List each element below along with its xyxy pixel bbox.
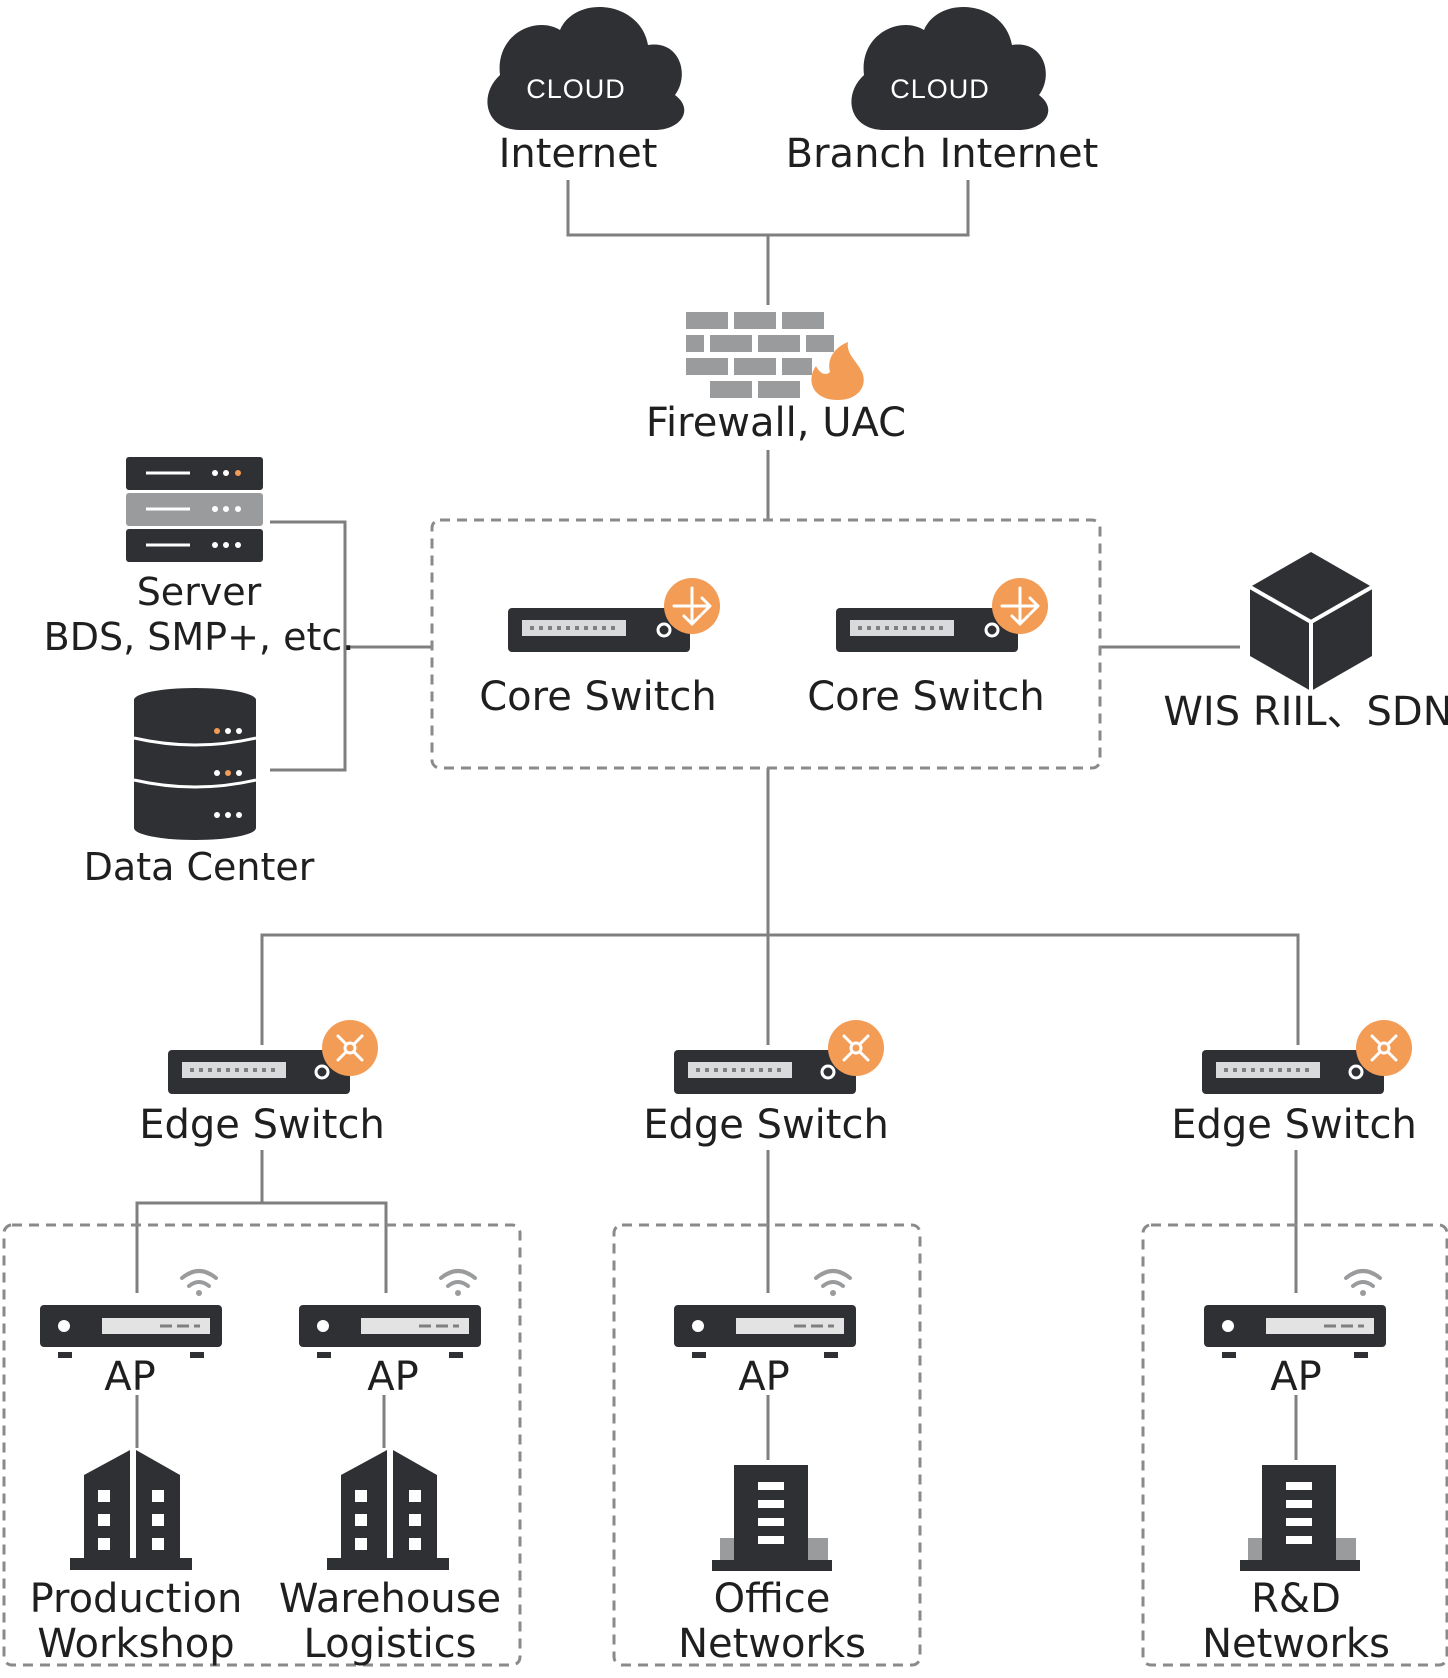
wifi-icon xyxy=(439,1269,477,1296)
core-switch-icon xyxy=(508,578,720,652)
node-label-server-detail: BDS, SMP+, etc. xyxy=(44,615,355,659)
server-node: Server BDS, SMP+, etc. xyxy=(44,457,355,659)
building-production: Production Workshop xyxy=(30,1450,243,1667)
wire-core-edges xyxy=(260,768,1300,1045)
firewall-node: Firewall, UAC xyxy=(646,312,906,446)
access-point-2: AP xyxy=(299,1269,481,1400)
firewall-icon xyxy=(686,312,864,400)
node-label-branch-internet: Branch Internet xyxy=(786,131,1099,177)
access-point-icon xyxy=(674,1305,856,1358)
node-label-building: Warehouse xyxy=(279,1576,501,1622)
edge-switch-2: Edge Switch xyxy=(643,1020,889,1148)
node-label-data-center: Data Center xyxy=(84,845,315,889)
building-icon xyxy=(70,1450,192,1570)
wifi-icon xyxy=(180,1269,218,1296)
node-label-server: Server xyxy=(137,570,262,614)
core-group-box xyxy=(430,518,1102,770)
access-point-1: AP xyxy=(40,1269,222,1400)
access-point-icon xyxy=(1204,1305,1386,1358)
flame-icon xyxy=(811,342,864,400)
wire-internet-firewall xyxy=(566,180,970,305)
wire-ap-buildings xyxy=(135,1395,1298,1460)
node-label-core-switch: Core Switch xyxy=(807,674,1045,720)
cloud-badge: CLOUD xyxy=(526,74,626,104)
building-rnd: R&D Networks xyxy=(1202,1465,1390,1667)
node-label-ap: AP xyxy=(1270,1354,1321,1400)
building-icon xyxy=(712,1465,832,1571)
cloud-icon xyxy=(851,7,1049,130)
node-label-edge-switch: Edge Switch xyxy=(139,1102,385,1148)
wire-edge1-aps xyxy=(135,1150,388,1293)
node-label-edge-switch: Edge Switch xyxy=(1171,1102,1417,1148)
server-rack-icon xyxy=(126,457,263,562)
node-label-firewall: Firewall, UAC xyxy=(646,400,906,446)
sdn-node: WIS RIIL、SDN xyxy=(1163,552,1448,735)
core-switch-icon xyxy=(836,578,1048,652)
edge-switch-icon xyxy=(1202,1020,1412,1094)
access-point-4: AP xyxy=(1204,1269,1386,1400)
building-warehouse: Warehouse Logistics xyxy=(279,1450,501,1667)
database-icon xyxy=(133,688,257,840)
zone-box-rnd xyxy=(1141,1223,1448,1667)
node-label-building: Office xyxy=(714,1576,831,1622)
access-point-icon xyxy=(299,1305,481,1358)
node-label-internet: Internet xyxy=(499,131,658,177)
node-label-building-sub: Logistics xyxy=(303,1621,476,1667)
building-icon xyxy=(327,1450,449,1570)
connector-lines xyxy=(135,180,1300,1460)
node-label-ap: AP xyxy=(104,1354,155,1400)
node-label-edge-switch: Edge Switch xyxy=(643,1102,889,1148)
node-label-core-switch: Core Switch xyxy=(479,674,717,720)
edge-switch-1: Edge Switch xyxy=(139,1020,385,1148)
cloud-badge: CLOUD xyxy=(890,74,990,104)
node-label-building: Production xyxy=(30,1576,243,1622)
cloud-internet: CLOUD Internet xyxy=(487,7,685,177)
building-icon xyxy=(1240,1465,1360,1571)
edge-switch-icon xyxy=(168,1020,378,1094)
cloud-branch-internet: CLOUD Branch Internet xyxy=(786,7,1099,177)
node-label-ap: AP xyxy=(367,1354,418,1400)
node-label-building-sub: Networks xyxy=(1202,1621,1390,1667)
edge-switch-3: Edge Switch xyxy=(1171,1020,1417,1148)
node-label-sdn: WIS RIIL、SDN xyxy=(1163,689,1448,735)
core-switch-1: Core Switch xyxy=(479,578,720,720)
node-label-building-sub: Workshop xyxy=(37,1621,234,1667)
cloud-icon xyxy=(487,7,685,130)
zone-box-production xyxy=(2,1223,522,1667)
node-label-building-sub: Networks xyxy=(678,1621,866,1667)
edge-switch-icon xyxy=(674,1020,884,1094)
node-label-building: R&D xyxy=(1251,1576,1341,1622)
core-switch-2: Core Switch xyxy=(807,578,1048,720)
zone-box-office xyxy=(612,1223,922,1667)
building-office: Office Networks xyxy=(678,1465,866,1667)
wifi-icon xyxy=(1344,1269,1382,1296)
wire-server-core xyxy=(270,520,432,772)
node-label-ap: AP xyxy=(738,1354,789,1400)
access-point-3: AP xyxy=(674,1269,856,1400)
access-point-icon xyxy=(40,1305,222,1358)
cube-icon xyxy=(1249,552,1373,691)
data-center-node: Data Center xyxy=(84,688,315,889)
wifi-icon xyxy=(814,1269,852,1296)
